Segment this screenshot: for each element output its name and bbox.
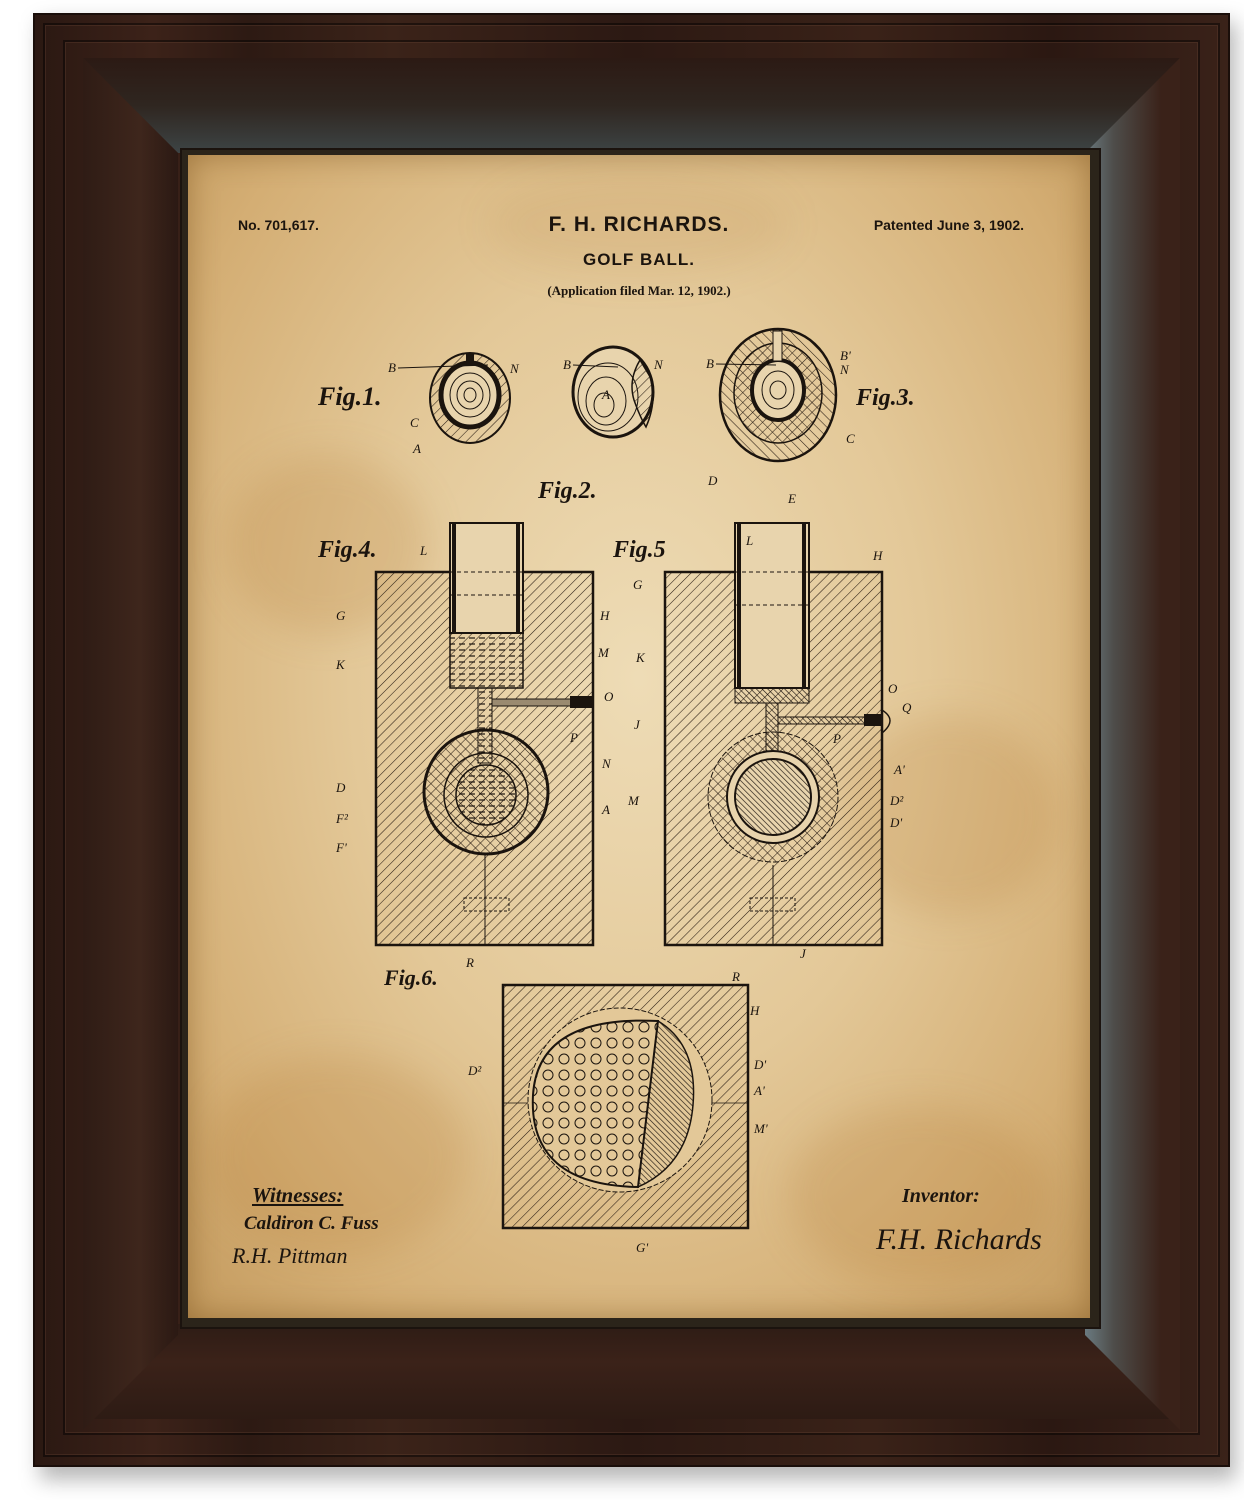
figure-4: Fig.4. L G H K M O P N D F² F (317, 522, 614, 970)
witnesses-label: Witnesses: (252, 1183, 344, 1207)
fig3-label: Fig.3. (855, 385, 915, 411)
svg-text:C: C (846, 431, 855, 446)
svg-text:M: M (597, 645, 610, 660)
fig2-label: Fig.2. (537, 478, 597, 504)
frame-bevel-left (83, 58, 178, 1430)
inventor-signature: F.H. Richards (876, 1223, 1042, 1256)
witness-2-signature: R.H. Pittman (232, 1243, 348, 1268)
witness-1-signature: Caldiron C. Fuss (244, 1213, 379, 1234)
svg-text:B: B (388, 360, 396, 375)
patent-number: No. 701,617. (238, 217, 319, 233)
fig1-label: Fig.1. (317, 382, 382, 411)
svg-text:A: A (412, 441, 421, 456)
fig6-label: Fig.6. (383, 965, 438, 990)
svg-text:M': M' (753, 1121, 768, 1136)
svg-text:D²: D² (889, 793, 904, 808)
fig5-label: Fig.5 (612, 537, 666, 563)
svg-text:K: K (335, 657, 346, 672)
svg-text:D²: D² (467, 1063, 482, 1078)
patent-date: Patented June 3, 1902. (873, 217, 1024, 233)
inventor-label: Inventor: (902, 1185, 980, 1207)
svg-text:G: G (633, 577, 643, 592)
patent-drawings: Fig.1. B N C A B N A Fig.2. B B (317, 327, 915, 1255)
svg-text:D: D (707, 473, 718, 488)
svg-text:O: O (888, 681, 898, 696)
inventor-heading: F. H. RICHARDS. (548, 213, 730, 236)
svg-text:H: H (599, 608, 610, 623)
svg-text:D: D (335, 780, 346, 795)
svg-text:H: H (872, 548, 883, 563)
svg-text:P: P (569, 730, 578, 745)
svg-text:L: L (419, 543, 427, 558)
svg-text:D': D' (753, 1057, 766, 1072)
svg-text:F': F' (335, 840, 347, 855)
application-filed: (Application filed Mar. 12, 1902.) (547, 283, 731, 298)
svg-text:H: H (749, 1003, 760, 1018)
svg-text:G: G (336, 608, 346, 623)
svg-text:C: C (410, 415, 419, 430)
svg-text:G': G' (636, 1240, 648, 1255)
svg-text:E: E (787, 491, 796, 506)
svg-text:N: N (653, 357, 664, 372)
svg-text:B: B (563, 357, 571, 372)
frame-molding-middle (63, 40, 1200, 1435)
svg-text:A: A (601, 387, 610, 402)
svg-text:A': A' (893, 762, 905, 777)
figure-1: Fig.1. B N C A (317, 352, 520, 456)
svg-text:J: J (800, 946, 807, 961)
svg-text:P: P (832, 731, 841, 746)
svg-text:R: R (731, 969, 740, 984)
patent-title: GOLF BALL. (583, 250, 695, 269)
svg-text:Q: Q (902, 700, 912, 715)
svg-text:K: K (635, 650, 646, 665)
figure-2: B N A Fig.2. (537, 345, 664, 504)
svg-text:A': A' (753, 1083, 765, 1098)
svg-text:B: B (706, 356, 714, 371)
fig4-label: Fig.4. (317, 537, 377, 563)
figure-3: B B' N C D E Fig.3. (706, 327, 915, 506)
svg-text:O: O (604, 689, 614, 704)
svg-text:M: M (627, 793, 640, 808)
svg-text:F²: F² (335, 811, 349, 826)
svg-text:J: J (634, 717, 641, 732)
svg-text:L: L (745, 533, 753, 548)
svg-text:R: R (465, 955, 474, 970)
svg-text:A: A (601, 802, 610, 817)
figure-5: Fig.5 L H G K J O Q P A' M (612, 522, 912, 961)
frame-molding-outer (43, 23, 1220, 1457)
svg-text:N: N (509, 361, 520, 376)
svg-text:N: N (601, 756, 612, 771)
svg-text:B': B' (840, 348, 851, 363)
frame-bevel-bottom (83, 1324, 1180, 1419)
frame-bevel-top (83, 58, 1180, 153)
svg-text:D': D' (889, 815, 902, 830)
svg-text:N: N (839, 362, 850, 377)
figure-6: Fig.6. R H D² D' A' M' G' (383, 965, 768, 1255)
patent-print: No. 701,617. F. H. RICHARDS. GOLF BALL. … (188, 155, 1090, 1318)
